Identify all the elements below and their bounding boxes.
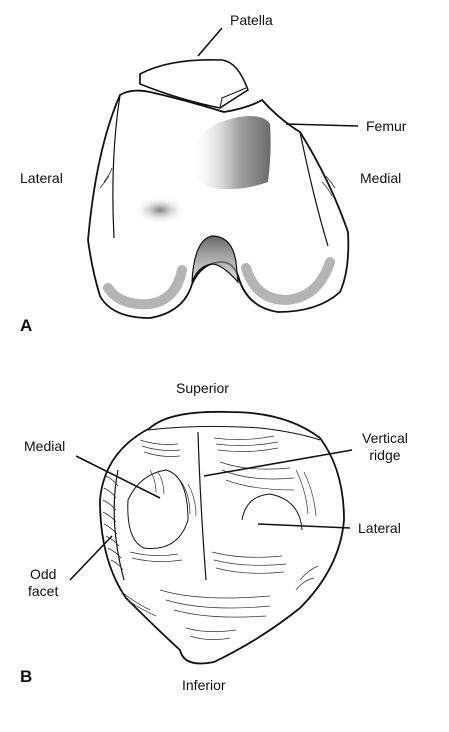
label-vertical-ridge: Vertical ridge xyxy=(362,430,408,463)
patella-shape xyxy=(139,58,249,109)
label-patella: Patella xyxy=(230,12,273,28)
panel-b xyxy=(69,410,353,665)
patella-leader xyxy=(197,27,223,57)
label-superior: Superior xyxy=(176,380,229,396)
vertical-ridge-leader xyxy=(203,449,353,477)
patella-posterior-shape xyxy=(99,410,345,665)
label-femur: Femur xyxy=(366,118,407,134)
femur-shape xyxy=(87,89,350,319)
label-lateral-b: Lateral xyxy=(358,520,401,536)
label-lateral-a: Lateral xyxy=(20,170,63,186)
panel-letter-b: B xyxy=(20,667,33,686)
panel-a xyxy=(87,27,359,319)
label-medial-a: Medial xyxy=(360,170,402,186)
odd-facet-leader xyxy=(69,535,113,581)
label-medial-b: Medial xyxy=(24,438,66,454)
label-inferior: Inferior xyxy=(182,677,226,693)
label-odd-facet: Odd facet xyxy=(28,566,59,599)
intercondylar-notch xyxy=(191,235,239,284)
medial-leader xyxy=(75,455,161,499)
panel-letter-a: A xyxy=(20,316,33,335)
lateral-leader xyxy=(257,523,351,529)
femur-leader xyxy=(285,123,359,127)
